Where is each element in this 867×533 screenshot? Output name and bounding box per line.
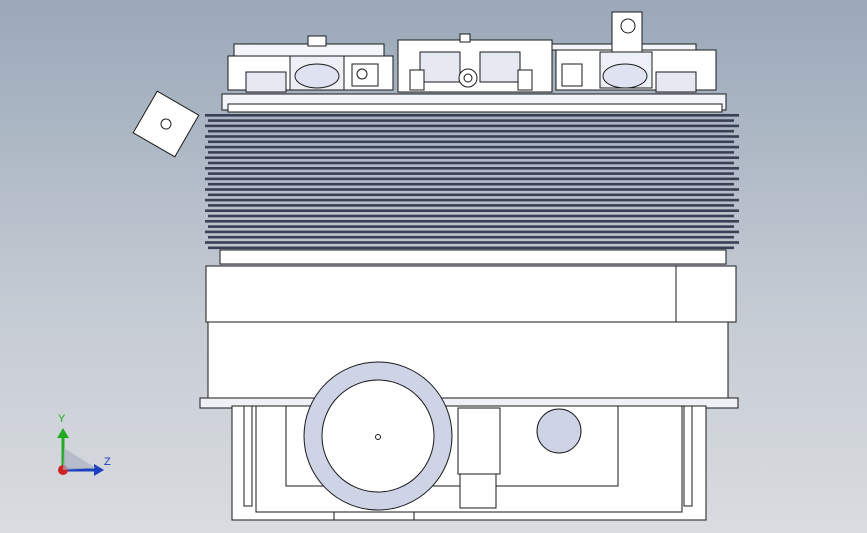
bellows-fin	[205, 156, 739, 159]
upper-housing-block	[205, 265, 737, 323]
bellows-fin	[208, 214, 734, 218]
triad-y-label: Y	[58, 413, 66, 425]
bellows-fin	[205, 241, 739, 244]
bellows-fin	[205, 220, 739, 223]
top-center-mechanism	[397, 33, 553, 93]
bellows-fin	[205, 209, 739, 212]
bellows-base-plate	[219, 249, 727, 265]
top-right-mechanism	[551, 11, 717, 93]
small-shaft-hole	[536, 408, 582, 454]
bellows-fin	[208, 235, 734, 239]
bellows-fin	[205, 114, 739, 117]
bellows-fin	[205, 177, 739, 181]
bellows-fin	[208, 225, 734, 228]
bellows-fin	[205, 145, 739, 149]
bellows-fin	[205, 167, 739, 170]
bellows-fin	[208, 161, 734, 165]
bellows-cover	[205, 114, 739, 250]
bellows-fin	[205, 124, 739, 128]
bellows-fin	[208, 182, 734, 186]
bellows-fin	[205, 198, 739, 202]
bellows-fin	[208, 204, 734, 207]
tilted-bracket	[132, 90, 200, 158]
bellows-fin	[205, 230, 739, 234]
bellows-fin	[208, 172, 734, 175]
triad-z-label: Z	[104, 456, 111, 468]
bellows-fin	[208, 140, 734, 144]
bellows-fin	[208, 193, 734, 197]
coordinate-triad	[57, 428, 104, 476]
bellows-fin	[205, 135, 739, 138]
bellows-fin	[208, 246, 734, 250]
bellows-fin	[208, 119, 734, 122]
top-left-mechanism	[227, 35, 394, 93]
bellows-fin	[208, 151, 734, 154]
bellows-fin	[205, 188, 739, 191]
lower-housing-block	[207, 321, 729, 405]
motor-block	[457, 407, 501, 475]
bellows-fin	[208, 129, 734, 133]
